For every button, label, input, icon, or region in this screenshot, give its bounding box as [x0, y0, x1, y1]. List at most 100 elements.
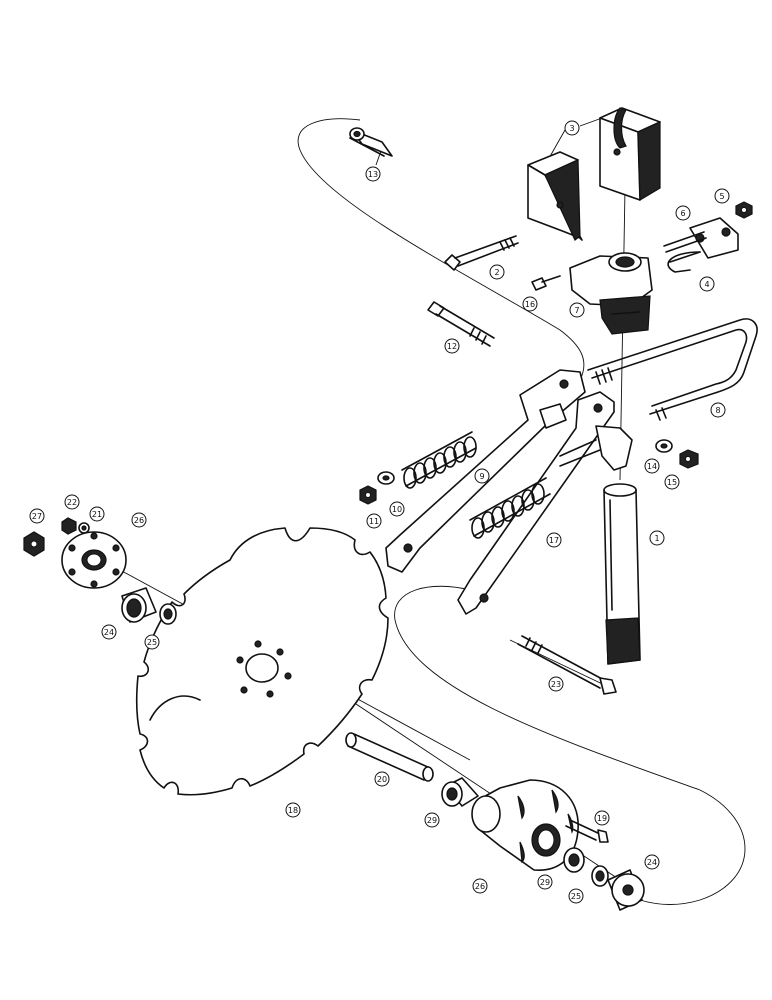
- callout-number: 15: [667, 478, 677, 487]
- nut-27: [23, 531, 45, 557]
- callout-circle: [664, 474, 680, 490]
- callout-number: 22: [67, 498, 77, 507]
- callout-number: 16: [525, 300, 535, 309]
- bolt-19: [565, 819, 609, 843]
- callout-7: 7: [569, 302, 585, 318]
- callout-29: 29: [424, 812, 440, 828]
- callout-circle: [675, 205, 691, 221]
- callout-26: 26: [472, 878, 488, 894]
- callout-circle: [537, 874, 553, 890]
- callout-13: 13: [365, 166, 381, 182]
- callout-24: 24: [644, 854, 660, 870]
- callout-number: 29: [540, 878, 550, 887]
- callout-25: 25: [144, 634, 160, 650]
- callout-circle: [64, 494, 80, 510]
- hub-28: [471, 779, 579, 871]
- frame-lug-17: [559, 425, 633, 471]
- callout-8: 8: [710, 402, 726, 418]
- callout-circle: [144, 634, 160, 650]
- spring-rod-8: [587, 318, 758, 421]
- callout-circle: [285, 802, 301, 818]
- callout-19: 19: [594, 810, 610, 826]
- bearing-cone-25-right: [591, 865, 609, 887]
- callout-number: 11: [369, 517, 379, 526]
- callout-circle: [389, 501, 405, 517]
- callout-circle: [649, 530, 665, 546]
- callout-number: 13: [368, 170, 378, 179]
- notched-disc-18: [135, 527, 389, 796]
- callout-circle: [374, 771, 390, 787]
- callout-18: 18: [285, 802, 301, 818]
- callout-number: 26: [475, 882, 485, 891]
- callout-5: 5: [714, 188, 730, 204]
- callout-1: 1: [649, 530, 665, 546]
- callout-number: 17: [549, 536, 559, 545]
- callout-circle: [546, 532, 562, 548]
- lower-leader-loop: [394, 585, 746, 905]
- spring-9-lower: [469, 477, 551, 539]
- callout-circle: [474, 468, 490, 484]
- u-bolt-4: [663, 231, 707, 273]
- nut-5: [735, 201, 753, 219]
- bolt-12: [427, 301, 495, 347]
- callout-number: 24: [104, 628, 114, 637]
- dust-cap-24-right: [607, 869, 645, 911]
- callout-25: 25: [568, 888, 584, 904]
- callout-number: 27: [32, 512, 42, 521]
- callout-circle: [644, 458, 660, 474]
- callout-circle: [699, 276, 715, 292]
- callout-27: 27: [29, 508, 45, 524]
- callout-number: 6: [680, 209, 685, 218]
- callout-16: 16: [522, 296, 538, 312]
- callout-circle: [89, 506, 105, 522]
- callout-circle: [710, 402, 726, 418]
- callout-circle: [472, 878, 488, 894]
- callout-17: 17: [546, 532, 562, 548]
- callout-circle: [564, 120, 580, 136]
- callout-number: 1: [654, 534, 659, 543]
- wood-block-left-3: [527, 151, 583, 241]
- callout-labels: 1234567891011121314151617181920212223242…: [29, 120, 730, 904]
- callout-number: 18: [288, 806, 298, 815]
- callout-number: 26: [134, 516, 144, 525]
- callout-10: 10: [389, 501, 405, 517]
- callout-circle: [568, 888, 584, 904]
- washer-10: [377, 471, 395, 485]
- callout-29: 29: [537, 874, 553, 890]
- callout-circle: [548, 676, 564, 692]
- callout-15: 15: [664, 474, 680, 490]
- bearing-cone-29-right: [563, 847, 585, 873]
- washer-21: [78, 522, 90, 534]
- callout-circle: [29, 508, 45, 524]
- callout-number: 20: [377, 775, 387, 784]
- callout-number: 3: [569, 124, 574, 133]
- callout-2: 2: [489, 264, 505, 280]
- callout-number: 9: [479, 472, 484, 481]
- pin-1: [603, 483, 641, 665]
- callout-number: 4: [704, 280, 709, 289]
- callout-circle: [365, 166, 381, 182]
- callout-26: 26: [131, 512, 147, 528]
- callout-circle: [522, 296, 538, 312]
- callout-circle: [101, 624, 117, 640]
- leader-3b: [579, 117, 603, 127]
- upper-leader-loop: [297, 118, 585, 381]
- callout-9: 9: [474, 468, 490, 484]
- bearing-cup-24-left: [121, 587, 157, 623]
- nut-15: [679, 449, 699, 469]
- spacer-tube-20: [345, 732, 434, 782]
- grease-fitting-16: [531, 275, 561, 291]
- callout-21: 21: [89, 506, 105, 522]
- callout-circle: [569, 302, 585, 318]
- callout-24: 24: [101, 624, 117, 640]
- callout-4: 4: [699, 276, 715, 292]
- callout-number: 5: [719, 192, 724, 201]
- callout-number: 19: [597, 814, 607, 823]
- callout-3: 3: [564, 120, 580, 136]
- callout-circle: [489, 264, 505, 280]
- callout-14: 14: [644, 458, 660, 474]
- callout-number: 29: [427, 816, 437, 825]
- callout-number: 14: [647, 462, 657, 471]
- callout-number: 7: [574, 306, 579, 315]
- callout-number: 10: [392, 505, 402, 514]
